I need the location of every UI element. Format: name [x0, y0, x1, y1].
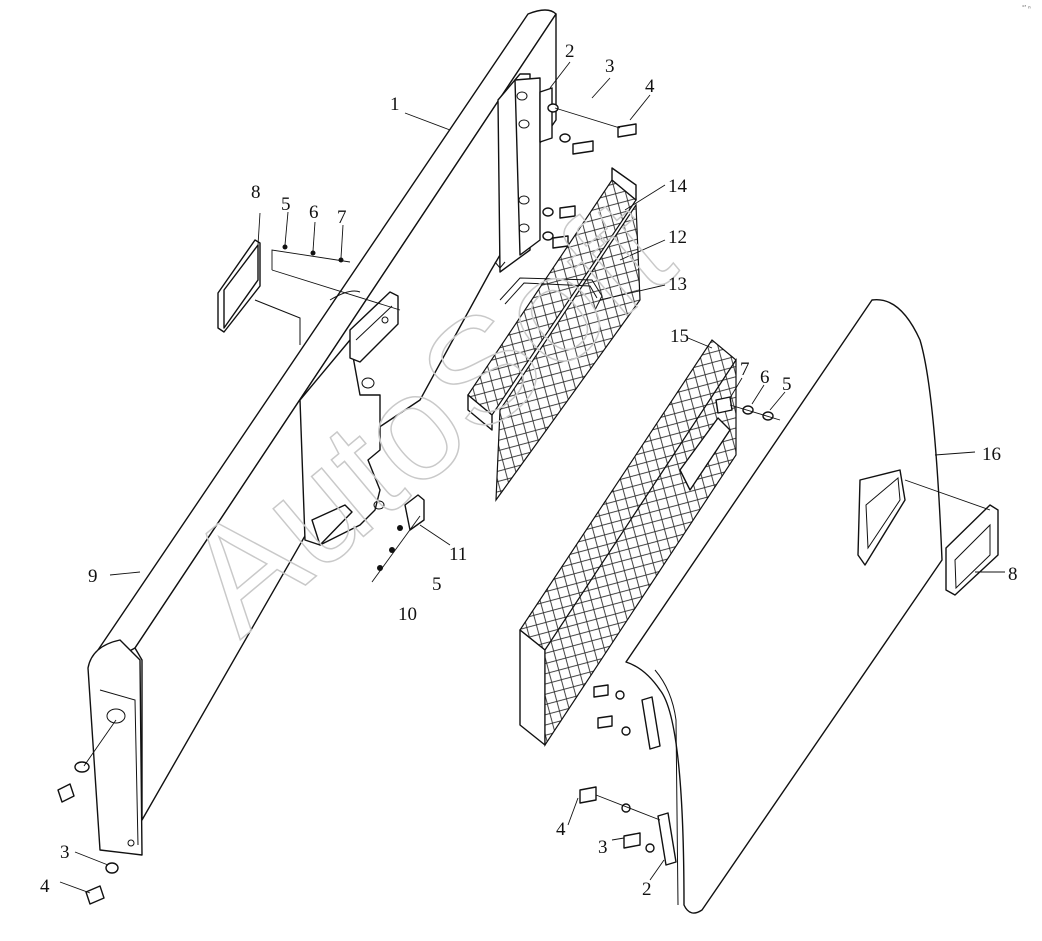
callout-8-left: 8 — [251, 182, 261, 203]
callout-6-right: 6 — [760, 367, 770, 388]
latch-bracket-left — [217, 239, 301, 345]
callout-2-bottom: 2 — [642, 879, 652, 900]
callout-13: 13 — [668, 274, 687, 295]
latch-bracket-right — [904, 479, 999, 596]
callout-14: 14 — [668, 176, 688, 197]
callout-6-left: 6 — [309, 202, 319, 223]
callout-1: 1 — [390, 94, 400, 115]
callout-7-left: 7 — [337, 207, 347, 228]
callout-3-bottom-right: 3 — [598, 837, 608, 858]
mesh-screen-upper — [467, 167, 641, 502]
left-panel-middle-section — [299, 339, 385, 546]
corner-mark: °' ⁿ — [1022, 4, 1031, 12]
latch-plate-left — [329, 290, 399, 363]
callout-4-bottom-right: 4 — [556, 819, 566, 840]
callout-16: 16 — [982, 444, 1001, 465]
rear-fasteners-top — [539, 87, 637, 249]
callout-4-top: 4 — [645, 76, 655, 97]
callout-2-top: 2 — [565, 41, 575, 62]
callout-5-left: 5 — [281, 194, 291, 215]
callout-3-bottom-left: 3 — [60, 842, 70, 863]
callout-10: 10 — [398, 604, 417, 625]
callout-labels: 1 2 3 4 14 12 13 8 5 6 7 15 7 6 5 16 11 … — [40, 41, 1018, 900]
callout-11: 11 — [449, 544, 467, 565]
latch-group-11 — [371, 494, 425, 583]
hardware-group-top-left — [271, 244, 401, 311]
callout-4-bottom-left: 4 — [40, 876, 50, 897]
leader-lines — [59, 61, 1005, 894]
callout-12: 12 — [668, 227, 687, 248]
fasteners-bottom-left — [57, 719, 119, 905]
right-door-panel — [625, 299, 943, 914]
mesh-screen-lower — [519, 339, 737, 748]
callout-7-right: 7 — [740, 359, 750, 380]
hardware-group-right — [715, 396, 781, 421]
callout-5-right: 5 — [782, 374, 792, 395]
callout-8-right: 8 — [1008, 564, 1018, 585]
rear-fasteners-bottom-right — [579, 684, 677, 866]
handle-rod — [499, 277, 603, 311]
callout-3-top: 3 — [605, 56, 615, 77]
callout-9: 9 — [88, 566, 98, 587]
left-panel-rear-bracket — [494, 73, 541, 273]
callout-5-middle: 5 — [432, 574, 442, 595]
callout-15: 15 — [670, 326, 689, 347]
